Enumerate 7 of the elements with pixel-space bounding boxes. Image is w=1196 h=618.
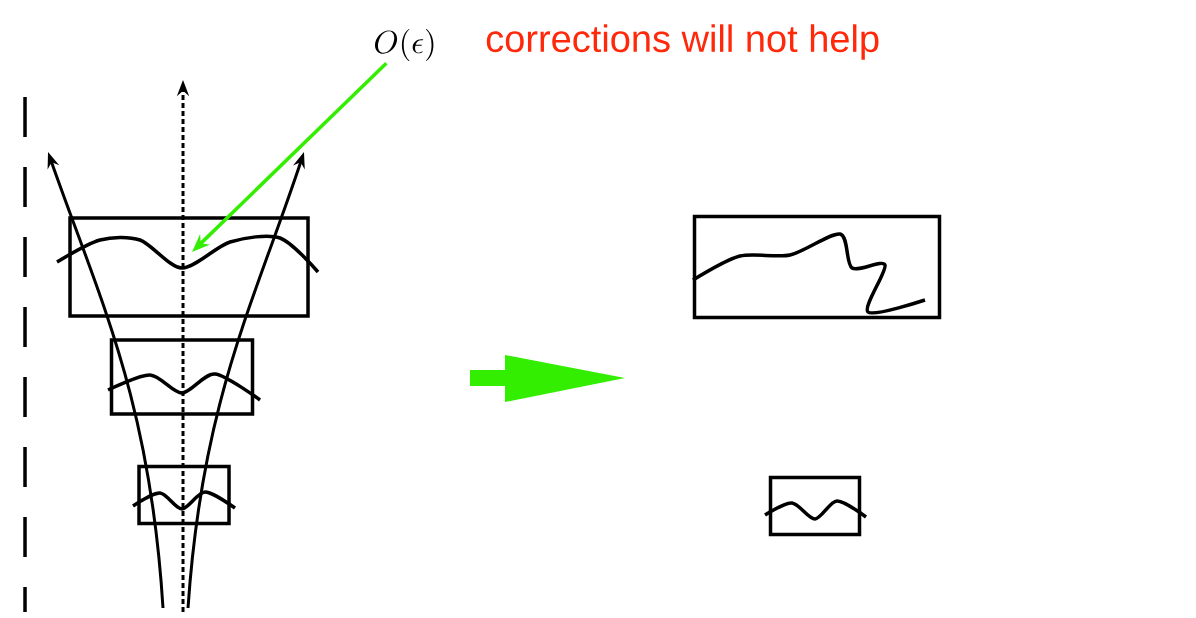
rectangle-frame: [768, 475, 862, 537]
rectangle-frame: [109, 338, 255, 416]
rectangle-frame: [68, 216, 310, 318]
rectangle-frame: [692, 214, 942, 320]
note-text: corrections will not help: [486, 24, 879, 60]
rectangle-frame: [137, 464, 231, 526]
formula-label: $O(\epsilon)$: [375, 29, 434, 61]
